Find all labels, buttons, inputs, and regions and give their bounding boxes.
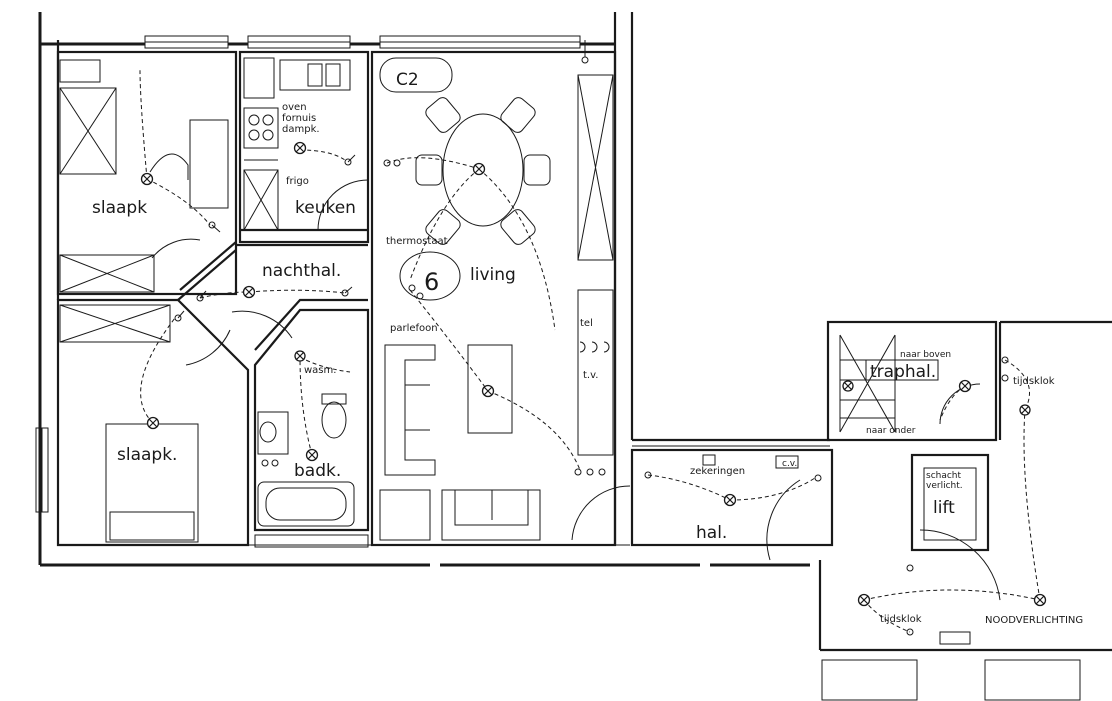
room-label-bedroom-bottom: slaapk.	[117, 445, 177, 465]
room-label-bedroom-top: slaapk	[92, 198, 147, 218]
switch-icon	[906, 564, 914, 636]
label-stove: fornuis	[282, 113, 316, 124]
room-label-living: living	[470, 265, 516, 285]
lamp-icon	[242, 285, 256, 299]
room-label-lift: lift	[933, 498, 955, 518]
fixture-labels: oven fornuis dampk. frigo thermostaat pa…	[282, 70, 1083, 626]
switch-icon	[574, 468, 606, 476]
label-intercom: parlefoon	[390, 323, 438, 334]
room-label-stairwell: traphal.	[870, 362, 936, 382]
lamp-icon	[305, 448, 319, 462]
switch-icon	[208, 221, 221, 233]
label-washer: wasm.	[304, 365, 336, 376]
common-areas	[571, 320, 1112, 701]
lamp-icon	[1019, 404, 1031, 416]
lamp-icon	[146, 416, 160, 430]
room-labels: slaapk slaapk. keuken nachthal. living b…	[92, 198, 955, 543]
switch-icon	[814, 474, 822, 482]
label-thermostat: thermostaat	[386, 236, 448, 247]
switch-icon	[174, 310, 185, 322]
lamp-icon	[294, 350, 306, 362]
label-circle-6: 6	[424, 268, 439, 296]
label-fuses: zekeringen	[690, 466, 745, 477]
label-shaft-2: verlicht.	[926, 481, 963, 491]
lamp-icon	[842, 380, 854, 392]
lamp-icon	[472, 162, 486, 176]
label-timer-clock-lobby: tijdsklok	[880, 614, 922, 625]
ceiling-lamps	[140, 141, 1047, 607]
label-timer-clock-stair: tijdsklok	[1013, 376, 1055, 387]
lamp-icon	[958, 379, 972, 393]
switch-icon	[383, 159, 401, 167]
switch-icon	[261, 459, 279, 467]
top-windows	[35, 35, 581, 513]
switch-icon	[644, 471, 652, 479]
bathroom-fixtures	[257, 393, 355, 527]
label-oven: oven	[282, 102, 307, 113]
label-shaft-1: schacht	[926, 471, 962, 481]
bedroom-top-furniture	[59, 59, 229, 293]
label-cv: c.v.	[782, 459, 797, 469]
room-label-hall: hal.	[696, 523, 727, 543]
label-stairs-up: naar boven	[900, 350, 951, 360]
lamp-icon	[857, 593, 871, 607]
room-label-night-hall: nachthal.	[262, 261, 341, 281]
outlet-icon	[579, 341, 610, 353]
label-hood: dampk.	[282, 124, 320, 135]
label-tv: t.v.	[583, 370, 598, 381]
bedroom-bottom-furniture	[59, 304, 293, 543]
switch-icon	[341, 286, 353, 297]
outlet-icon	[581, 40, 589, 64]
switches-and-outlets	[174, 40, 1009, 636]
label-phone: tel	[580, 318, 593, 329]
label-emergency-light: NOODVERLICHTING	[985, 615, 1083, 626]
switch-icon	[196, 290, 207, 302]
lamp-icon	[723, 493, 737, 507]
label-fridge: frigo	[286, 176, 309, 187]
lamp-icon	[481, 384, 495, 398]
lamp-icon	[140, 172, 154, 186]
lamp-icon	[1033, 593, 1047, 607]
room-label-kitchen: keuken	[295, 198, 356, 218]
switch-icon	[1001, 356, 1009, 382]
living-furniture	[379, 57, 614, 541]
lamp-icon	[293, 141, 307, 155]
room-label-bathroom: badk.	[294, 461, 341, 481]
label-stairs-down: naar onder	[866, 426, 916, 436]
switch-icon	[344, 154, 356, 166]
switch-icon	[408, 284, 424, 300]
kitchen-fixtures	[243, 57, 369, 231]
label-circle-c2: C2	[396, 70, 419, 90]
interior-walls	[56, 50, 834, 548]
